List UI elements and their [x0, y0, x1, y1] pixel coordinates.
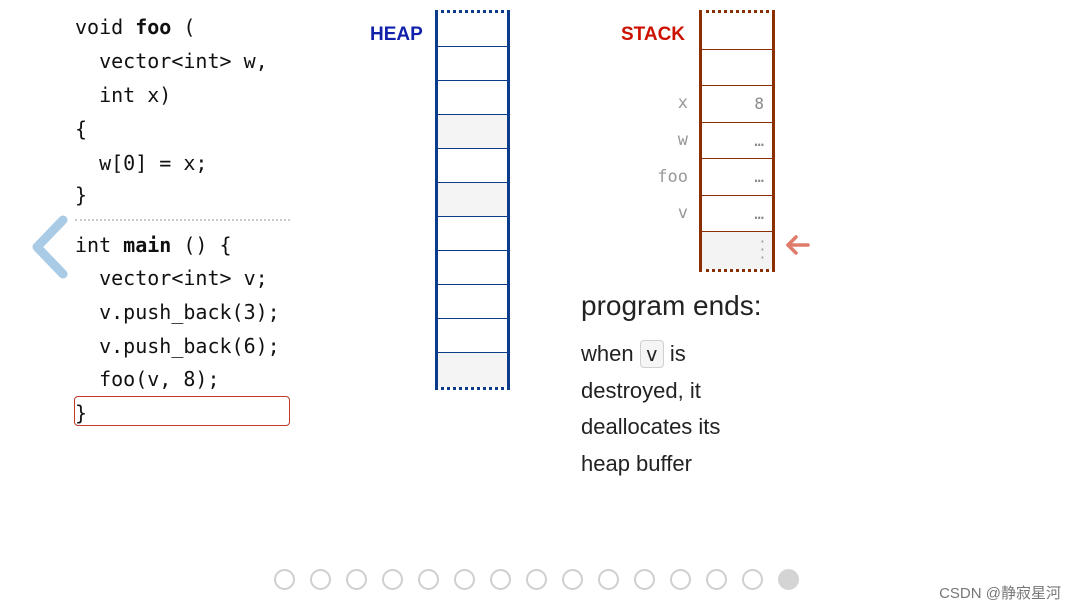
code-text: void — [75, 15, 136, 39]
stack-cell-value: 8 — [754, 94, 764, 114]
heap-cell — [438, 217, 507, 251]
stack-cell — [702, 13, 772, 50]
code-text: w[0] = x; — [75, 151, 208, 175]
code-line: void foo ( — [75, 10, 195, 44]
step-dot[interactable] — [418, 569, 439, 590]
step-dot[interactable] — [274, 569, 295, 590]
step-dot[interactable] — [670, 569, 691, 590]
desc-text-part: heap buffer — [581, 450, 692, 476]
stack-cell-value: … — [754, 130, 764, 150]
heap-cell — [438, 251, 507, 285]
code-text: int — [75, 233, 124, 257]
stack-cell: … — [702, 123, 772, 160]
code-line: w[0] = x; — [75, 146, 207, 180]
code-line: v.push_back(6); — [75, 329, 280, 363]
heap-cell — [438, 183, 507, 217]
stack-cell: 8 — [702, 86, 772, 123]
heap-cell — [438, 353, 507, 387]
heap-column — [435, 10, 510, 390]
inline-code-variable: v — [639, 340, 664, 368]
stack-pointer-arrow-icon — [786, 235, 810, 255]
code-text: vector<int> w, — [75, 49, 268, 73]
step-dot[interactable] — [742, 569, 763, 590]
code-line: v.push_back(3); — [75, 295, 280, 329]
stack-cell: ··· — [702, 232, 772, 269]
code-text: v.push_back(6); — [75, 334, 280, 358]
step-description-text: when v is destroyed, it deallocates its … — [581, 336, 751, 482]
watermark: CSDN @静寂星河 — [939, 585, 1061, 602]
code-text: } — [75, 183, 88, 207]
stack-variable-label: v — [677, 203, 688, 224]
stack-cell: … — [702, 196, 772, 233]
stack-cell — [702, 50, 772, 87]
code-function-name: foo — [135, 15, 172, 39]
step-dot[interactable] — [706, 569, 727, 590]
heap-cell — [438, 319, 507, 353]
code-line: { — [75, 112, 87, 146]
code-function-name: main — [123, 233, 172, 257]
heap-cell — [438, 115, 507, 149]
heap-cell — [438, 285, 507, 319]
step-dot[interactable] — [778, 569, 799, 590]
code-line: int x) — [75, 78, 171, 112]
step-dot[interactable] — [526, 569, 547, 590]
stack-variable-label: w — [677, 130, 688, 150]
code-text: ( — [171, 15, 196, 39]
code-text: { — [75, 117, 88, 141]
step-dot[interactable] — [310, 569, 331, 590]
function-separator — [75, 219, 290, 221]
code-line: } — [75, 396, 87, 430]
vertical-ellipsis-icon: ··· — [759, 232, 765, 268]
code-text: v.push_back(3); — [75, 300, 280, 324]
desc-text-part: when — [581, 341, 634, 366]
code-text: () { — [171, 233, 232, 257]
code-line: foo(v, 8); — [75, 362, 220, 396]
heap-cell — [438, 47, 507, 81]
step-description-title: program ends: — [581, 290, 762, 321]
step-dot[interactable] — [454, 569, 475, 590]
stack-cell-value: … — [754, 167, 764, 187]
step-dot[interactable] — [346, 569, 367, 590]
previous-step-chevron-icon[interactable] — [27, 212, 73, 282]
step-dot[interactable] — [490, 569, 511, 590]
stack-title: STACK — [621, 24, 686, 45]
heap-title: HEAP — [370, 24, 423, 45]
step-dot[interactable] — [382, 569, 403, 590]
code-text: int x) — [75, 83, 172, 107]
step-dot[interactable] — [598, 569, 619, 590]
heap-cell — [438, 13, 507, 47]
code-text: } — [75, 401, 88, 425]
stack-variable-label: foo — [657, 166, 688, 187]
step-dot[interactable] — [634, 569, 655, 590]
stack-variable-label: x — [677, 93, 688, 114]
desc-text-part: destroyed, it — [581, 377, 701, 403]
code-line: } — [75, 178, 87, 212]
stack-column: 8 … … … ··· — [699, 10, 775, 272]
code-text: foo(v, 8); — [75, 367, 220, 391]
heap-cell — [438, 149, 507, 183]
stack-cell: … — [702, 159, 772, 196]
code-line: vector<int> w, — [75, 44, 268, 78]
code-line: int main () { — [75, 228, 232, 262]
code-line: vector<int> v; — [75, 261, 268, 295]
stack-cell-value: … — [754, 203, 764, 223]
code-text: vector<int> v; — [75, 266, 268, 290]
desc-text-part: is — [669, 341, 686, 366]
desc-text-part: deallocates its — [581, 414, 721, 439]
step-dot[interactable] — [562, 569, 583, 590]
current-line-highlight — [74, 396, 290, 426]
heap-cell — [438, 81, 507, 115]
